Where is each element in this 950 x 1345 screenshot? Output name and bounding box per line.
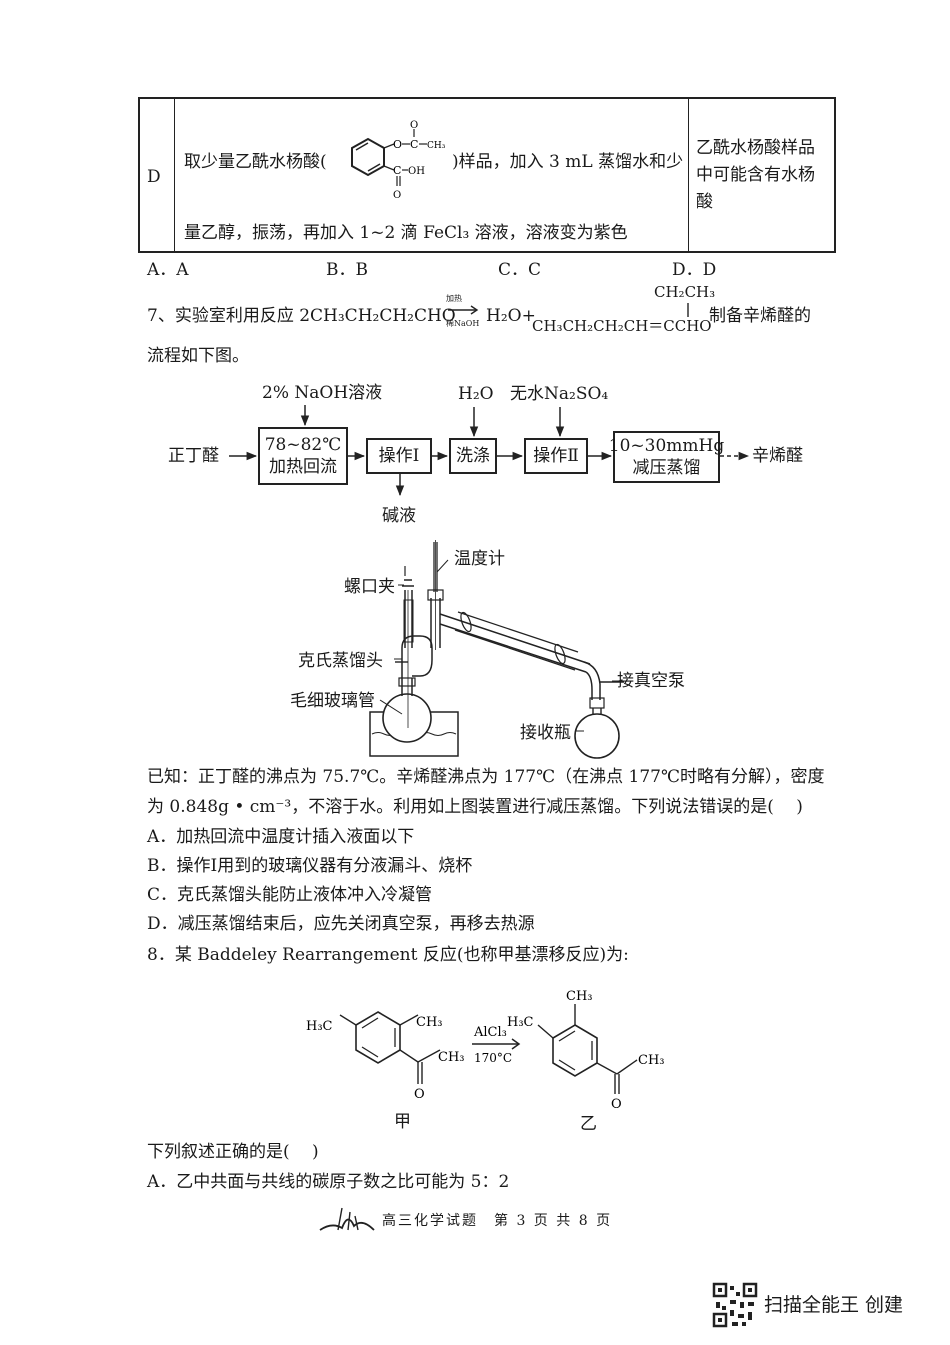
q7-stem-start: 7、实验室利用反应 2CH₃CH₂CH₂CHO — [147, 306, 456, 326]
flow-step-operation-1: 操作Ⅰ — [366, 438, 432, 474]
distillation-apparatus — [369, 540, 624, 759]
flow-end: 辛烯醛 — [752, 446, 803, 466]
label-vacuum-pump: 接真空泵 — [617, 671, 685, 691]
q7-arrow-condition-top: 加热 — [446, 294, 462, 303]
row-desc-line2: 量乙醇，振荡，再加入 1~2 滴 FeCl₃ 溶液，溶液变为紫色 — [184, 223, 628, 243]
q7-option-a: A．加热回流中温度计插入液面以下 — [147, 827, 415, 847]
svg-text:CH₃: CH₃ — [427, 141, 446, 151]
svg-text:C: C — [393, 164, 401, 177]
q8-jia-ch3-top: CH₃ — [416, 1015, 443, 1030]
q7-known-line2: 为 0.848g • cm⁻³，不溶于水。利用如上图装置进行减压蒸馏。下列说法错… — [147, 797, 803, 817]
aspirin-structure: O C O CH₃ C OH O — [351, 120, 446, 201]
answer-table-row-d — [138, 97, 836, 253]
qr-code-icon — [712, 1282, 758, 1328]
label-thermometer: 温度计 — [454, 549, 505, 569]
q7-stem-end: 制备辛烯醛的 — [709, 306, 811, 326]
watermark-text: 扫描全能王 创建 — [764, 1294, 904, 1316]
row-conclusion-3: 酸 — [696, 192, 713, 212]
flow-step-vacuum-label: 减压蒸馏 — [632, 458, 701, 478]
footer-ink-decoration-icon — [319, 1207, 375, 1231]
flow-reagent-water: H₂O — [458, 384, 494, 404]
row-conclusion-1: 乙酰水杨酸样品 — [696, 138, 815, 158]
svg-text:O: O — [410, 120, 418, 131]
q6-option-a: A．A — [147, 260, 189, 280]
q6-option-d: D．D — [672, 260, 717, 280]
q8-label-yi: 乙 — [580, 1114, 597, 1134]
q8-yi-ch3-acetyl: CH₃ — [638, 1053, 665, 1068]
flow-waste-alkali: 碱液 — [382, 506, 416, 526]
flow-step-vacuum-pressure: 10~30mmHg — [608, 436, 725, 456]
svg-text:O: O — [393, 190, 401, 201]
svg-text:OH: OH — [408, 166, 425, 177]
q7-product-water: H₂O+ — [486, 306, 536, 326]
q8-jia-h3c: H₃C — [306, 1019, 333, 1034]
label-screw-clamp: 螺口夹 — [344, 577, 395, 597]
table-cell-divider — [688, 99, 689, 251]
flow-step-reflux-temp: 78~82℃ — [264, 435, 342, 455]
flow-reagent-naoh: 2% NaOH溶液 — [262, 383, 383, 403]
q8-jia-ch3-acetyl: CH₃ — [438, 1050, 465, 1065]
q6-option-b: B．B — [326, 260, 368, 280]
row-conclusion-2: 中可能含有水杨 — [696, 165, 815, 185]
q7-option-d: D．减压蒸馏结束后，应先关闭真空泵，再移去热源 — [147, 914, 535, 934]
svg-text:C: C — [410, 138, 418, 151]
row-desc-part2: )样品，加入 3 mL 蒸馏水和少 — [452, 152, 684, 172]
q8-reagent-temp: 170°C — [474, 1051, 512, 1065]
q8-jia-oxygen: O — [414, 1087, 425, 1102]
q7-known-line1: 已知：正丁醛的沸点为 75.7℃。辛烯醛沸点为 177℃（在沸点 177℃时略有… — [147, 767, 825, 787]
q8-yi-ch3-top: CH₃ — [566, 989, 593, 1004]
q8-question: 下列叙述正确的是( ) — [147, 1142, 319, 1162]
q7-option-b: B．操作Ⅰ用到的玻璃仪器有分液漏斗、烧杯 — [147, 856, 473, 876]
table-cell-letter — [140, 99, 175, 251]
svg-text:O: O — [393, 138, 402, 151]
label-receiver: 接收瓶 — [520, 723, 571, 743]
q6-option-c: C．C — [498, 260, 542, 280]
q8-label-jia: 甲 — [394, 1112, 411, 1132]
q8-stem: 8．某 Baddeley Rearrangement 反应(也称甲基漂移反应)为… — [147, 945, 629, 965]
row-letter: D — [147, 167, 161, 187]
q7-option-c: C．克氏蒸馏头能防止液体冲入冷凝管 — [147, 885, 433, 905]
q7-product-branch: CH₂CH₃ — [654, 283, 716, 301]
q7-product-chain: CH₃CH₂CH₂CH＝CCHO — [532, 317, 712, 335]
q7-stem-line2: 流程如下图。 — [147, 346, 249, 366]
q8-option-a: A．乙中共面与共线的碳原子数之比可能为 5：2 — [147, 1172, 510, 1192]
label-claisen-head: 克氏蒸馏头 — [298, 651, 383, 671]
q8-yi-h3c: H₃C — [507, 1015, 534, 1030]
flow-step-reflux-label: 加热回流 — [269, 457, 337, 477]
flow-step-wash: 洗涤 — [449, 438, 497, 474]
q7-arrow-condition-bottom: 稀NaOH — [446, 319, 480, 328]
q7-branch-bond — [687, 303, 689, 317]
flow-arrows — [229, 405, 750, 497]
flow-step-vacuum-distill: 10~30mmHg 减压蒸馏 — [609, 431, 724, 483]
row-desc-part1: 取少量乙酰水杨酸( — [184, 152, 327, 172]
flow-step-operation-2: 操作Ⅱ — [524, 438, 588, 474]
q8-reaction-scheme: H₃C CH₃ CH₃ O AlCl₃ 170°C CH₃ H₃C CH₃ O — [306, 989, 665, 1112]
q8-yi-oxygen: O — [611, 1097, 622, 1112]
flow-step-reflux: 78~82℃ 加热回流 — [258, 427, 348, 485]
flow-start: 正丁醛 — [168, 446, 219, 466]
q8-reagent-alcl3: AlCl₃ — [473, 1025, 507, 1040]
label-capillary: 毛细玻璃管 — [290, 691, 375, 711]
flow-reagent-na2so4: 无水Na₂SO₄ — [510, 384, 609, 404]
q7-reaction-arrow — [448, 305, 479, 315]
footer-page-info: 高三化学试题 第 3 页 共 8 页 — [382, 1213, 613, 1229]
